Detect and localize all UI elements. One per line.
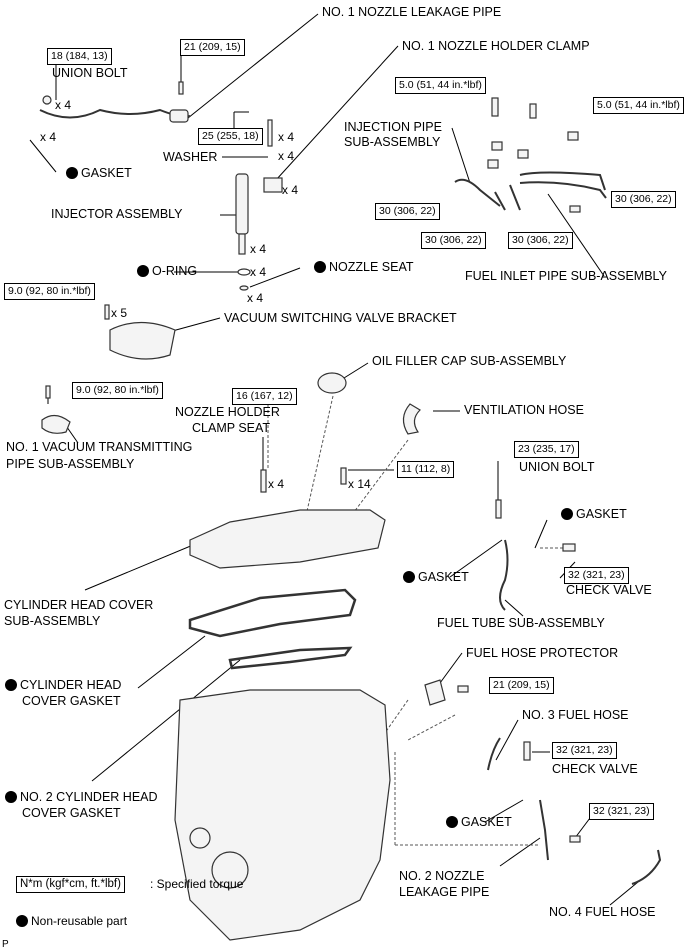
footer-code: P bbox=[2, 939, 9, 950]
label-fuel-tube: FUEL TUBE SUB-ASSEMBLY bbox=[437, 616, 605, 630]
label-oil-filler-cap: OIL FILLER CAP SUB-ASSEMBLY bbox=[372, 354, 567, 368]
torque-clamp-seat: 16 (167, 12) bbox=[232, 388, 297, 405]
nonreusable-dot bbox=[5, 679, 17, 691]
label-injection-pipe-2: SUB-ASSEMBLY bbox=[344, 135, 441, 149]
nonreusable-dot bbox=[561, 508, 573, 520]
label-no2-cyl-head-gasket-1: NO. 2 CYLINDER HEAD bbox=[5, 790, 158, 805]
torque-check-valve-1: 32 (321, 23) bbox=[564, 567, 629, 584]
mult-3: x 4 bbox=[278, 130, 295, 144]
label-cyl-head-cover-2: SUB-ASSEMBLY bbox=[4, 614, 101, 628]
label-cyl-head-cover-1: CYLINDER HEAD COVER bbox=[4, 598, 154, 612]
label-fuel-hose-protector: FUEL HOSE PROTECTOR bbox=[466, 646, 619, 660]
mult-1: x 4 bbox=[55, 98, 72, 112]
nonreusable-dot bbox=[5, 791, 17, 803]
mult-6: x 4 bbox=[250, 242, 267, 256]
label-clamp-seat-2: CLAMP SEAT bbox=[192, 421, 271, 435]
label-ventilation-hose: VENTILATION HOSE bbox=[464, 403, 584, 417]
torque-inj-upper-left: 5.0 (51, 44 in.*lbf) bbox=[395, 77, 486, 94]
torque-inj-pipe-right: 30 (306, 22) bbox=[611, 191, 676, 208]
torque-inj-upper-right: 5.0 (51, 44 in.*lbf) bbox=[593, 97, 684, 114]
label-nozzle-leakage-pipe: NO. 1 NOZZLE LEAKAGE PIPE bbox=[322, 5, 502, 19]
label-clamp-seat-1: NOZZLE HOLDER bbox=[175, 405, 280, 419]
torque-vsv-bracket: 9.0 (92, 80 in.*lbf) bbox=[4, 283, 95, 300]
label-no4-fuel-hose: NO. 4 FUEL HOSE bbox=[549, 905, 656, 919]
legend-torque-box: N*m (kgf*cm, ft.*lbf) bbox=[16, 876, 125, 893]
label-injection-pipe-1: INJECTION PIPE bbox=[344, 120, 442, 134]
label-no2-cyl-head-gasket-2: COVER GASKET bbox=[22, 806, 121, 820]
legend-torque-desc: : Specified torque bbox=[150, 877, 244, 891]
label-no2-nozzle-leakage-2: LEAKAGE PIPE bbox=[399, 885, 490, 899]
label-fuel-inlet-pipe: FUEL INLET PIPE SUB-ASSEMBLY bbox=[465, 269, 667, 283]
torque-vacuum-pipe: 9.0 (92, 80 in.*lbf) bbox=[72, 382, 163, 399]
mult-2: x 4 bbox=[40, 130, 57, 144]
torque-head-cover: 11 (112, 8) bbox=[397, 461, 455, 478]
mult-7: x 4 bbox=[250, 265, 267, 279]
mult-10: x 4 bbox=[268, 477, 285, 491]
label-injector-assembly: INJECTOR ASSEMBLY bbox=[51, 207, 183, 221]
mult-9: x 5 bbox=[111, 306, 128, 320]
legend-nonreusable: Non-reusable part bbox=[16, 914, 127, 929]
label-cyl-head-gasket-1: CYLINDER HEAD bbox=[5, 678, 121, 693]
torque-inj-pipe-left: 30 (306, 22) bbox=[375, 203, 440, 220]
nonreusable-dot bbox=[66, 167, 78, 179]
torque-union-bolt-right: 23 (235, 17) bbox=[514, 441, 579, 458]
label-vacuum-pipe-2: PIPE SUB-ASSEMBLY bbox=[6, 457, 135, 471]
label-union-bolt-top: UNION BOLT bbox=[52, 66, 128, 80]
label-nozzle-seat: NOZZLE SEAT bbox=[314, 260, 414, 275]
mult-4: x 4 bbox=[278, 149, 295, 163]
nonreusable-dot bbox=[137, 265, 149, 277]
mult-5: x 4 bbox=[282, 183, 299, 197]
torque-leak-pipe-2: 32 (321, 23) bbox=[589, 803, 654, 820]
label-vsv-bracket: VACUUM SWITCHING VALVE BRACKET bbox=[224, 311, 457, 325]
torque-clamp-bolt: 25 (255, 18) bbox=[198, 128, 263, 145]
label-union-bolt-right: UNION BOLT bbox=[519, 460, 595, 474]
label-check-valve-2: CHECK VALVE bbox=[552, 762, 638, 776]
label-washer: WASHER bbox=[163, 150, 218, 164]
label-check-valve-1: CHECK VALVE bbox=[566, 583, 652, 597]
nonreusable-dot bbox=[314, 261, 326, 273]
label-gasket-right: GASKET bbox=[561, 507, 627, 522]
mult-8: x 4 bbox=[247, 291, 264, 305]
label-o-ring: O-RING bbox=[137, 264, 197, 279]
mult-11: x 14 bbox=[348, 477, 371, 491]
torque-union-bolt-top: 18 (184, 13) bbox=[47, 48, 112, 65]
nonreusable-dot bbox=[403, 571, 415, 583]
label-cyl-head-gasket-2: COVER GASKET bbox=[22, 694, 121, 708]
label-gasket-left: GASKET bbox=[403, 570, 469, 585]
label-gasket-bottom: GASKET bbox=[446, 815, 512, 830]
torque-leak-pipe-bolt: 21 (209, 15) bbox=[180, 39, 245, 56]
torque-inj-pipe-br: 30 (306, 22) bbox=[508, 232, 573, 249]
label-no3-fuel-hose: NO. 3 FUEL HOSE bbox=[522, 708, 629, 722]
torque-hose-protector: 21 (209, 15) bbox=[489, 677, 554, 694]
nonreusable-dot bbox=[16, 915, 28, 927]
label-no2-nozzle-leakage-1: NO. 2 NOZZLE bbox=[399, 869, 485, 883]
label-nozzle-holder-clamp: NO. 1 NOZZLE HOLDER CLAMP bbox=[402, 39, 590, 53]
label-gasket-top: GASKET bbox=[66, 166, 132, 181]
torque-check-valve-2: 32 (321, 23) bbox=[552, 742, 617, 759]
torque-inj-pipe-bl: 30 (306, 22) bbox=[421, 232, 486, 249]
label-vacuum-pipe-1: NO. 1 VACUUM TRANSMITTING bbox=[6, 440, 193, 454]
nonreusable-dot bbox=[446, 816, 458, 828]
